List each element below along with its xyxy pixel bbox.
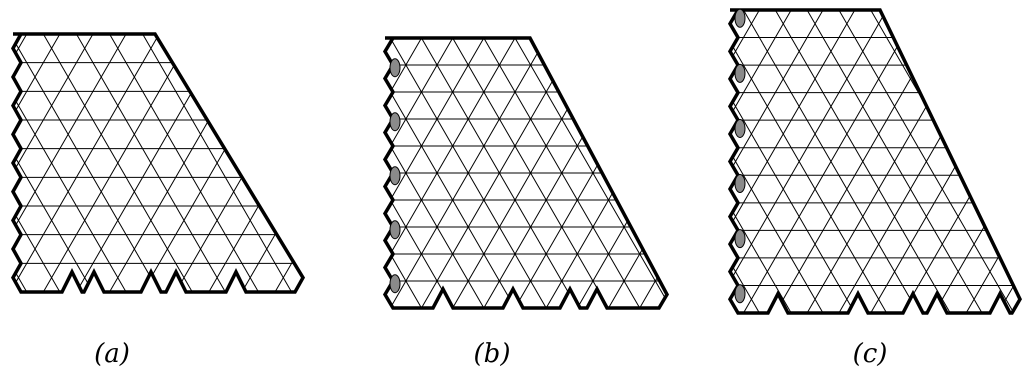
panel-b-marker (389, 274, 401, 294)
panel-c-marker (734, 118, 746, 138)
panel-c-marker (734, 174, 746, 194)
panel-b-caption: (b) (474, 339, 511, 369)
panel-b-marker (389, 220, 401, 240)
panel-c-outline (727, 8, 1022, 315)
panel-c-lattice (727, 8, 1022, 315)
panel-b-grid (385, 38, 667, 308)
panel-b-lattice (382, 36, 670, 310)
panel-b-marker (389, 58, 401, 78)
panel-c-marker (734, 229, 746, 249)
panel-c-grid (730, 10, 1020, 313)
panel-a-caption: (a) (94, 339, 130, 369)
panel-b-marker (389, 166, 401, 186)
panel-c-caption: (c) (853, 339, 888, 369)
panel-a-outline (10, 32, 306, 294)
panel-c-marker (734, 284, 746, 304)
panel-b-outline (382, 36, 670, 310)
panel-c-marker (734, 8, 746, 28)
panel-b-marker (389, 112, 401, 132)
panel-c-marker (734, 63, 746, 83)
